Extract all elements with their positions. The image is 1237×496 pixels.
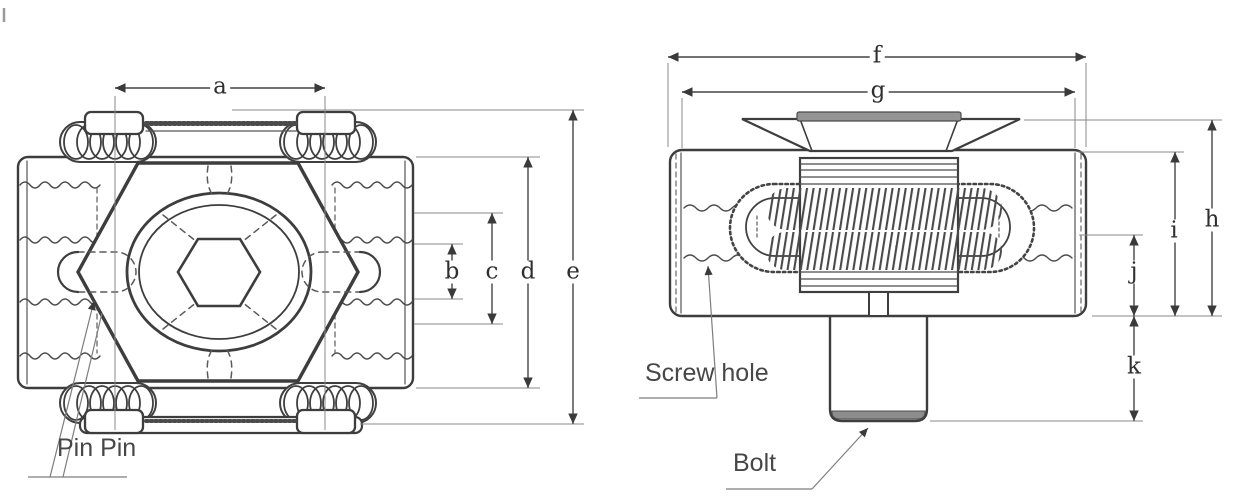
neck-gap [868,293,889,315]
dim-label-h: h [1201,208,1223,232]
pin-callout-label: Pin Pin [57,434,137,462]
flange-top-band [796,111,962,122]
dim-label-b: b [441,260,463,284]
dim-label-g: g [867,79,889,103]
dimension-graphics [28,52,1222,490]
coil-band-top [766,188,1002,230]
bottom-pin-cap-right [295,408,357,435]
front-thread-lines [19,181,413,360]
dim-label-k: k [1124,355,1144,379]
bolt-callout-label: Bolt [733,449,777,477]
dim-label-e: e [563,260,583,284]
dim-label-f: f [869,44,885,68]
hex-socket [176,237,262,308]
side-view [668,111,1088,423]
nut-block-lines [799,163,959,287]
dim-label-a: a [210,75,230,99]
dim-label-d: d [517,260,539,284]
dim-label-c: c [482,260,502,284]
dim-label-i: i [1167,219,1181,243]
extension-lines [114,63,1222,430]
bolt-shaft [828,314,929,423]
pin-hole-left-arc [56,250,80,294]
outer-circle [125,191,313,353]
dim-label-j: j [1127,260,1141,284]
pin-leader [49,300,96,478]
top-springs [59,110,377,163]
screw-hole-callout-label: Screw hole [645,359,769,387]
screw-hole-leader [704,265,718,399]
leader-lines [28,265,869,490]
bottom-pin-cap-left [83,408,145,435]
bolt-leader [811,427,869,490]
bolt-tip-band [831,410,926,420]
coil-band-bottom [766,232,1002,270]
inner-circle [138,204,300,340]
top-pin-cap-left [83,110,145,136]
front-view [16,110,415,435]
top-flange [741,117,1021,153]
bottom-springs [59,382,377,435]
pin-hole-right-arc [358,250,382,294]
top-pin-cap-right [295,110,357,136]
